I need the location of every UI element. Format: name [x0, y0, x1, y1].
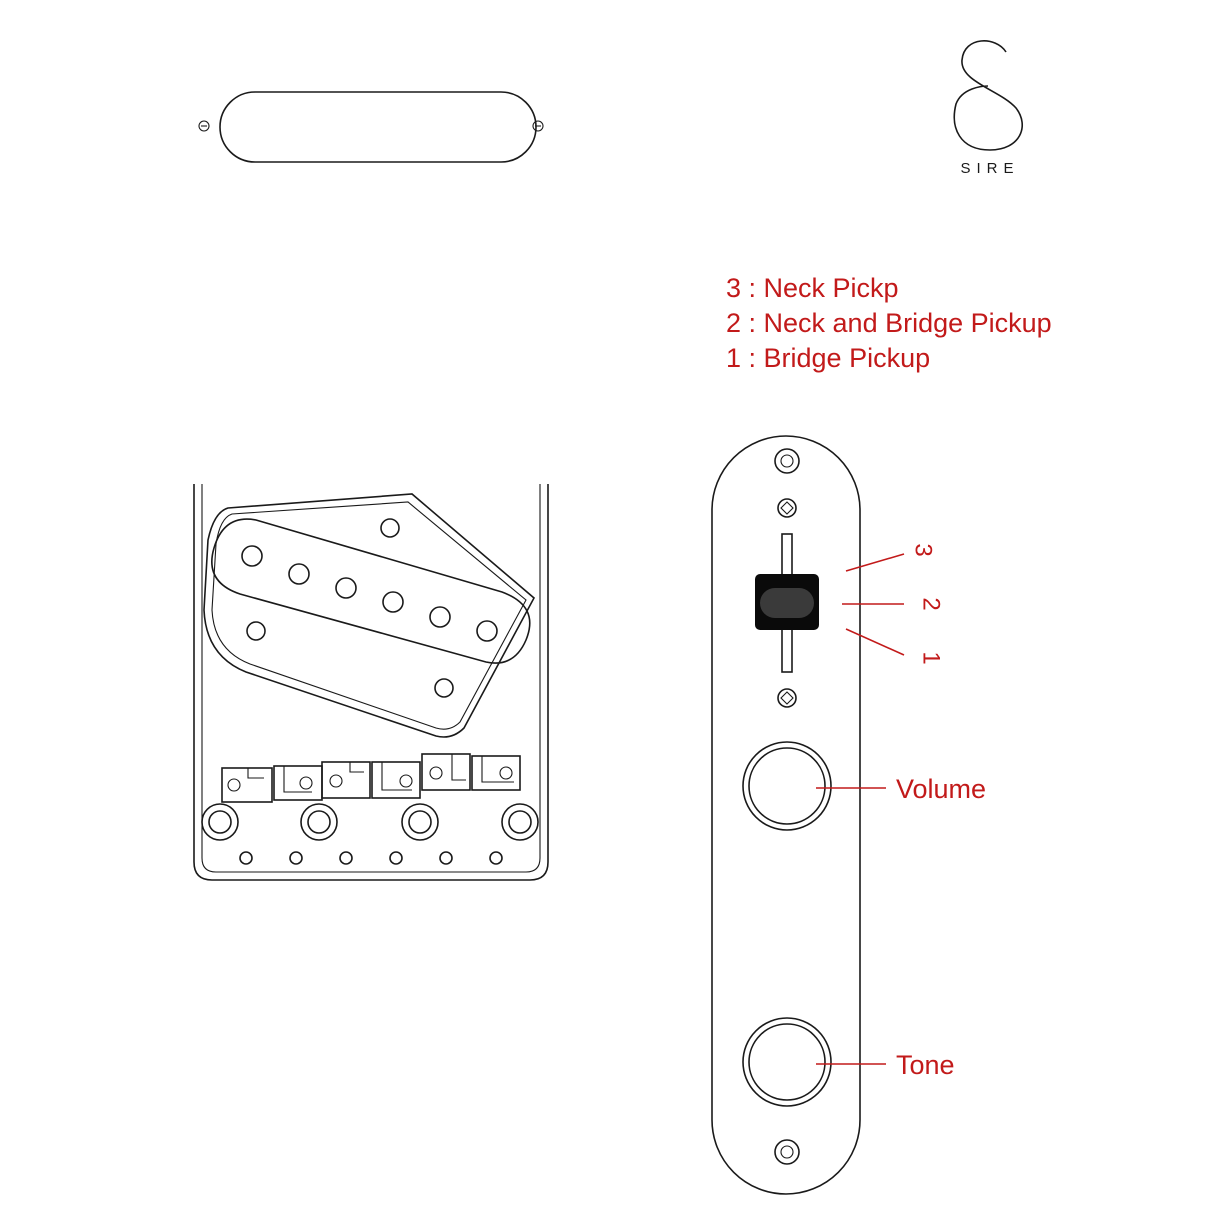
- tone-pot[interactable]: [742, 1017, 832, 1107]
- neck-cover-screw-right: [532, 120, 544, 132]
- switch-tip-grip: [760, 588, 814, 618]
- neck-cover-screw-left: [198, 120, 210, 132]
- switch-mount-screw-bottom: [777, 688, 797, 708]
- brand-name: SIRE: [960, 160, 1019, 177]
- pole-piece: [476, 620, 498, 642]
- tone-label: Tone: [896, 1050, 955, 1080]
- saddle: [421, 753, 471, 791]
- pole-piece: [241, 545, 263, 567]
- bridge-saddles: [221, 753, 521, 803]
- neck-pickup-cover: [198, 91, 544, 163]
- neck-pickup-cover-outline: [219, 91, 537, 163]
- pickup-mount-screw: [246, 621, 266, 641]
- volume-callout: Volume: [816, 774, 986, 804]
- legend-item-bridge: 1 : Bridge Pickup: [726, 343, 930, 373]
- pickup-mount-screw: [434, 678, 454, 698]
- saddle: [321, 761, 371, 799]
- pole-piece: [429, 606, 451, 628]
- pole-piece: [382, 591, 404, 613]
- pole-piece: [288, 563, 310, 585]
- control-plate-outline: [711, 435, 861, 1195]
- legend-item-neck: 3 : Neck Pickp: [726, 273, 899, 303]
- string-holes: [239, 851, 503, 865]
- switch-position-2: 2: [918, 597, 945, 610]
- saddle: [221, 767, 273, 803]
- tone-callout: Tone: [816, 1050, 955, 1080]
- switch-position-callouts: 3 2 1: [842, 543, 945, 665]
- bridge-pickup: [203, 493, 536, 738]
- legend-item-neck-bridge: 2 : Neck and Bridge Pickup: [726, 308, 1052, 338]
- volume-label: Volume: [896, 774, 986, 804]
- saddle: [273, 765, 323, 801]
- bridge-plate-inner-edge: [201, 484, 541, 873]
- control-plate: [711, 435, 861, 1195]
- switch-legend: 3 : Neck Pickp 2 : Neck and Bridge Picku…: [726, 273, 1052, 373]
- callout-line-position-1: [845, 628, 905, 656]
- bridge-plate: [193, 484, 549, 881]
- bridge-pickup-surround-inner: [211, 501, 527, 730]
- intonation-screws: [201, 803, 539, 841]
- plate-screw-bottom: [774, 1139, 800, 1165]
- pickup-selector-switch[interactable]: [755, 533, 819, 673]
- switch-position-1: 1: [918, 651, 945, 664]
- plate-screw-top: [774, 448, 800, 474]
- switch-mount-screw-top: [777, 498, 797, 518]
- bridge-pickup-surround: [203, 493, 536, 738]
- bridge-plate-outline: [193, 484, 549, 881]
- saddle: [471, 755, 521, 791]
- bridge-pickup-body: [211, 518, 531, 664]
- pickup-mount-screw: [380, 518, 400, 538]
- saddle: [371, 761, 421, 799]
- volume-pot[interactable]: [742, 741, 832, 831]
- switch-position-3: 3: [910, 543, 937, 556]
- sire-s-logo-icon: [953, 40, 1023, 151]
- callout-line-position-3: [845, 553, 905, 572]
- pole-piece: [335, 577, 357, 599]
- brand-logo: SIRE: [953, 40, 1023, 177]
- pickup-pole-pieces: [241, 545, 498, 642]
